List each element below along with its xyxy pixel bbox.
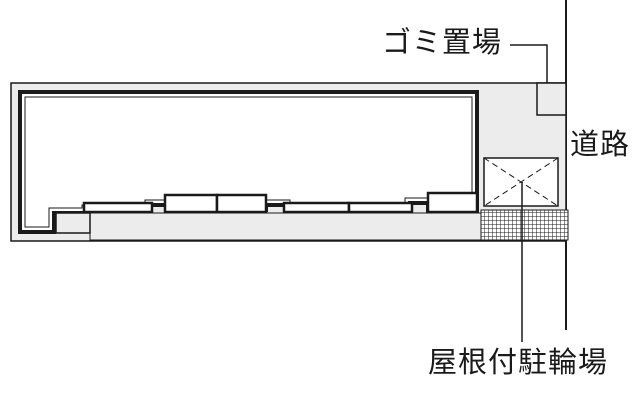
balcony-units [82,191,479,214]
garbage-area-label: ゴミ置場 [382,25,503,59]
grid-paving [480,209,569,241]
walkway-strip [89,212,482,241]
bike-parking-diagonal [483,157,559,207]
road-label: 道路 [570,127,631,161]
balcony-unit [426,191,479,214]
balcony-unit [347,201,414,214]
entrance-block [55,212,91,234]
balcony-unit [215,193,268,214]
garbage-area [536,82,567,116]
balcony-unit [163,193,219,214]
garbage-leader-line [510,44,548,83]
bike-parking-label: 屋根付駐輪場 [428,345,609,379]
balcony-unit [82,201,154,214]
balcony-unit [282,201,351,214]
